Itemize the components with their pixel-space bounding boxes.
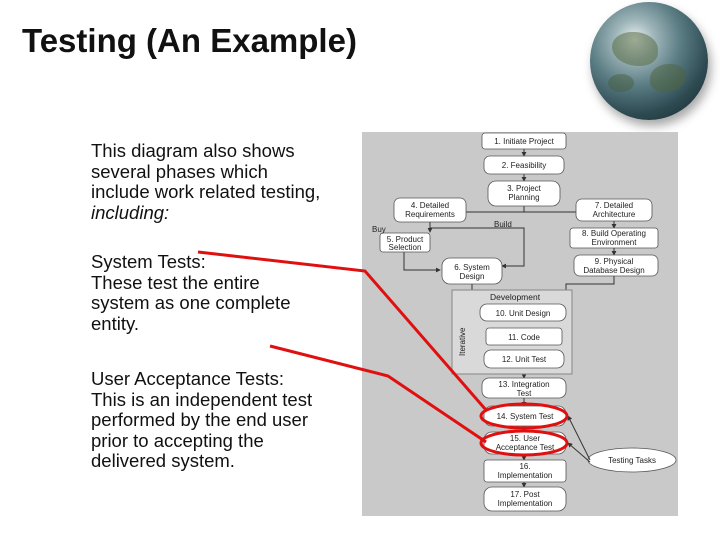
phase-4-box (393, 197, 467, 223)
buy-label: Buy (372, 225, 386, 234)
text-line: several phases which (91, 160, 268, 182)
phase-8-box (569, 227, 659, 249)
text-line: User Acceptance Tests: (91, 368, 284, 389)
text-line: This is an independent test (91, 388, 313, 410)
phase-13-box (481, 377, 567, 399)
text-line: performed by the end user (91, 409, 308, 430)
text-line: prior to accepting the (91, 429, 264, 451)
phase-4-label: Requirements (405, 210, 455, 219)
system-test-highlight (479, 402, 569, 430)
phase-6-box (441, 257, 503, 285)
testing-tasks-label: Testing Tasks (608, 456, 656, 465)
user-acceptance-paragraph: User Acceptance Tests: This is an indepe… (91, 368, 351, 472)
phase-6-label: Design (460, 272, 485, 281)
phase-16-box (483, 459, 567, 483)
development-label: Development (490, 292, 541, 302)
phase-15-label: 15. User (510, 434, 541, 443)
phase-11-label: 11. Code (508, 333, 540, 342)
phase-4-label: 4. Detailed (411, 201, 449, 210)
system-tests-paragraph: System Tests: These test the entire syst… (91, 251, 361, 334)
text-line: system as one complete (91, 292, 291, 313)
iterative-label: Iterative (458, 327, 467, 356)
phase-13-label: Test (517, 389, 532, 398)
phase-16-label: Implementation (498, 471, 553, 480)
phase-5-label: Selection (389, 243, 422, 252)
phase-9-label: 9. Physical (595, 257, 634, 266)
text-line: include work related testing, (91, 181, 321, 202)
phase-3-box (487, 180, 561, 207)
phase-5-box (379, 232, 431, 253)
text-line: including: (91, 201, 170, 223)
phase-7-box (575, 198, 653, 222)
phase-7-label: 7. Detailed (595, 201, 633, 210)
acceptance-test-pointer (269, 344, 487, 444)
phase-12-box (483, 349, 565, 369)
phase-12-label: 12. Unit Test (502, 355, 547, 364)
phase-5-label: 5. Product (387, 235, 424, 244)
phase-16-label: 16. (519, 462, 530, 471)
phase-8-label: 8. Build Operating (582, 229, 646, 238)
acceptance-test-highlight (479, 429, 569, 457)
phase-1-label: 1. Initiate Project (494, 137, 554, 146)
phase-1-box (481, 132, 567, 150)
phase-7-label: Architecture (593, 210, 636, 219)
text-line: delivered system. (91, 450, 235, 471)
phase-3-label: Planning (508, 193, 539, 202)
phase-2-label: 2. Feasibility (502, 161, 546, 170)
text-line: This diagram also shows (91, 140, 295, 161)
phase-6-label: 6. System (454, 263, 490, 272)
text-line: These test the entire (91, 271, 260, 293)
globe-icon (590, 2, 708, 120)
phase-13-label: 13. Integration (498, 380, 549, 389)
phase-10-label: 10. Unit Design (496, 309, 551, 318)
build-label: Build (494, 220, 512, 229)
slide-title: Testing (An Example) (22, 22, 357, 59)
system-test-pointer (197, 250, 488, 411)
phase-9-label: Database Design (583, 266, 644, 275)
text-line: System Tests: (91, 251, 206, 272)
phase-11-box (485, 327, 563, 346)
intro-paragraph: This diagram also shows several phases w… (91, 140, 361, 223)
phase-2-box (483, 155, 565, 175)
phase-15-label: Acceptance Test (496, 443, 555, 452)
phase-9-box (573, 254, 659, 277)
phase-3-label: 3. Project (507, 184, 542, 193)
phase-17-box (483, 486, 567, 512)
text-line: entity. (91, 312, 139, 334)
phase-10-box (479, 303, 567, 322)
phase-8-label: Environment (592, 238, 638, 247)
phase-17-label: 17. Post (510, 490, 540, 499)
phase-17-label: Implementation (498, 499, 553, 508)
phase-14-label: 14. System Test (497, 412, 555, 421)
